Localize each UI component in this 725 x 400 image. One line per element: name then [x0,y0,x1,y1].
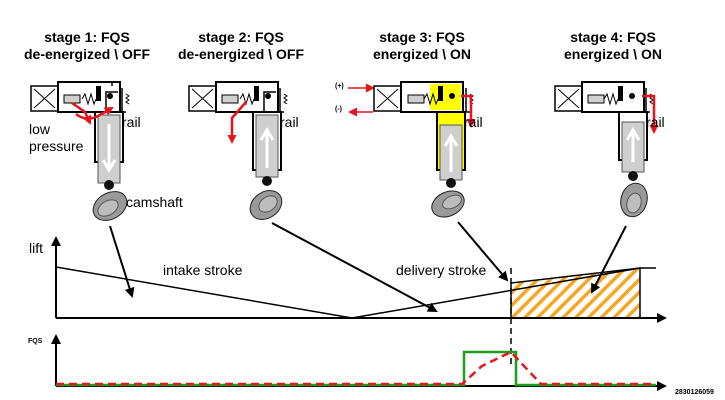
fqs-chart [51,334,667,391]
stage-3-pump [348,81,476,218]
cam-lift-curve [55,266,656,319]
pressure-label: pressure [29,138,84,154]
low-label: low [29,121,51,137]
stage-3-title-line1: stage 3: FQS [379,29,465,45]
rail-label-stage-3: rail [464,114,483,130]
pointer-stage-4 [591,225,627,294]
delivery-stroke-label: delivery stroke [396,262,487,278]
pointer-arrows [109,221,627,312]
stage-1-title: stage 1: FQS de-energized \ OFF [12,29,162,63]
fqs-current-trace [56,350,656,386]
stage-1-title-line1: stage 1: FQS [44,29,130,45]
stage-4-title-line2: energized \ ON [563,46,663,62]
lift-chart [51,236,667,368]
pointer-stage-1 [109,225,135,298]
stage-4-pump [554,81,659,218]
rail-label-stage-4: rail [646,114,665,130]
stage-2-title-line2: de-energized \ OFF [177,46,304,62]
stage-2-pump [188,81,288,220]
stage-1-title-line2: de-energized \ OFF [23,46,150,62]
rail-label-stage-1: rail [122,114,141,130]
fqs-signal-trace [56,350,656,387]
stage-3-title-line2: energized \ ON [372,46,472,62]
lift-axis-label: lift [29,240,43,256]
figure-id: 2830126059 [675,389,714,396]
pointer-stage-3 [457,221,509,282]
plus-terminal-label: (+) [335,83,344,90]
stage-3-title: stage 3: FQS energized \ ON [347,29,497,63]
fqs-axis-label: FQS [28,338,43,345]
stage-1-pump [30,81,130,221]
rail-label-stage-2: rail [280,114,299,130]
intake-stroke-label: intake stroke [163,262,243,278]
stage-4-title: stage 4: FQS energized \ ON [538,29,688,63]
stage-2-title-line1: stage 2: FQS [198,29,284,45]
minus-terminal-label: (-) [335,106,342,113]
camshaft-label: camshaft [126,194,183,210]
stage-2-title: stage 2: FQS de-energized \ OFF [166,29,316,63]
pointer-stage-2 [271,222,438,312]
delivery-hatch-area [510,267,641,319]
stage-4-title-line1: stage 4: FQS [570,29,656,45]
